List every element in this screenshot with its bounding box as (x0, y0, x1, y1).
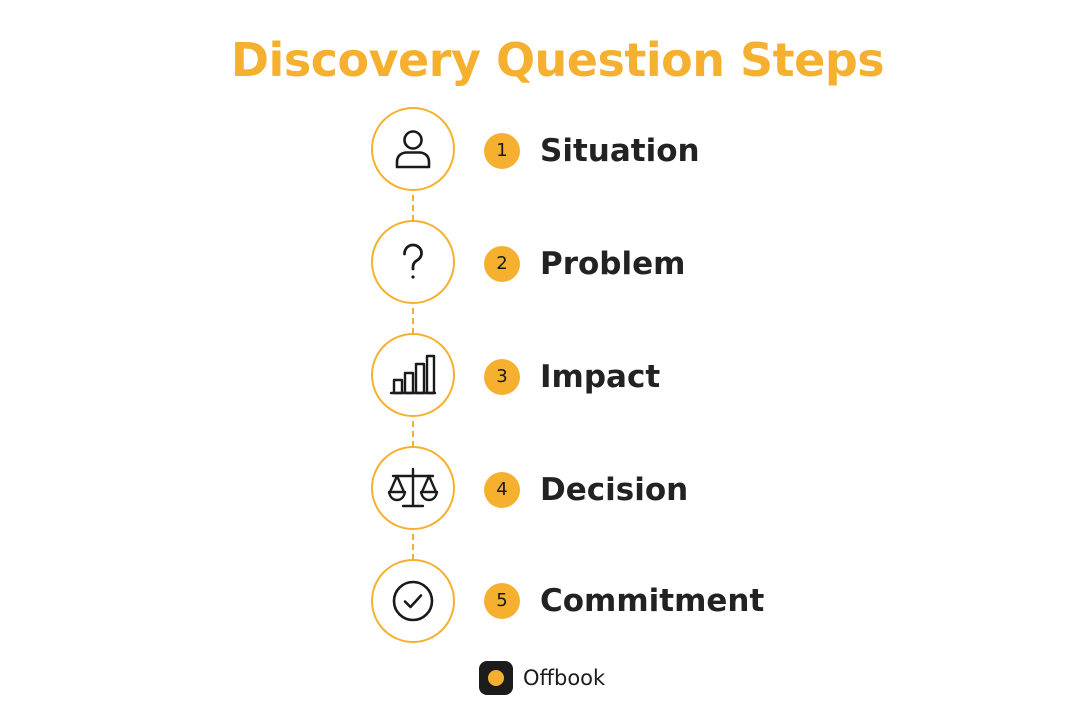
page-title: Discovery Question Steps (230, 33, 885, 87)
connector-line (412, 534, 414, 560)
connector-line (412, 421, 414, 447)
connector-line (412, 308, 414, 334)
logo-dot-icon (488, 670, 504, 686)
step-label-decision: Decision (540, 472, 689, 508)
bar-chart-icon (371, 333, 455, 417)
step-label-problem: Problem (540, 246, 686, 282)
question-mark-icon (371, 220, 455, 304)
step-number-badge: 2 (484, 246, 520, 282)
check-circle-icon (371, 559, 455, 643)
step-number-badge: 1 (484, 133, 520, 169)
scales-icon (371, 446, 455, 530)
step-label-commitment: Commitment (540, 583, 765, 619)
brand-footer: Offbook (479, 660, 605, 696)
step-label-situation: Situation (540, 133, 700, 169)
person-icon (371, 107, 455, 191)
offbook-logo (479, 661, 513, 695)
step-number-badge: 3 (484, 359, 520, 395)
step-number-badge: 4 (484, 472, 520, 508)
step-label-impact: Impact (540, 359, 661, 395)
brand-name: Offbook (523, 666, 606, 690)
connector-line (412, 195, 414, 221)
step-number-badge: 5 (484, 583, 520, 619)
